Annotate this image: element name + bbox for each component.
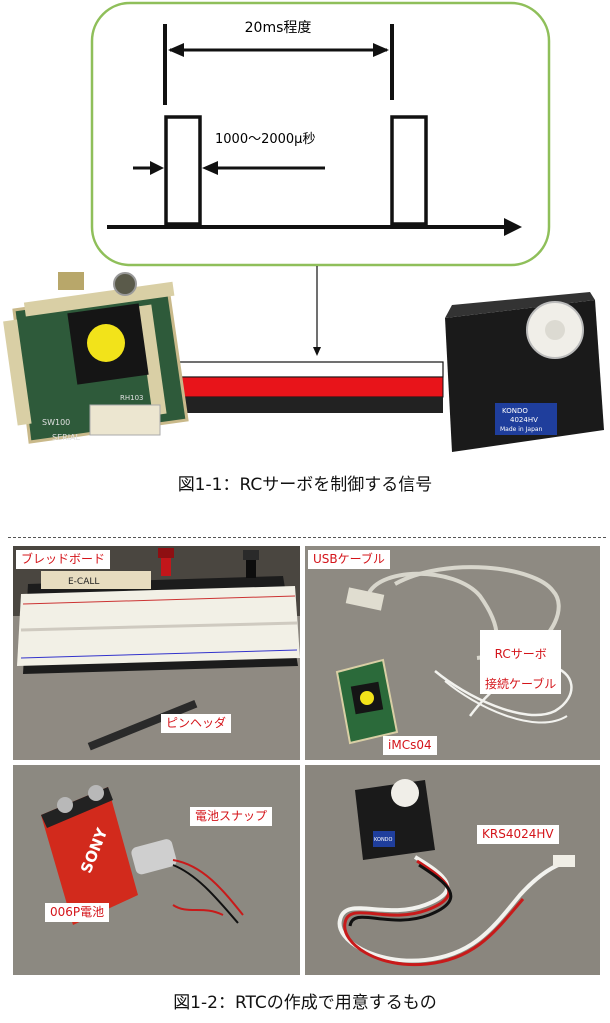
- pulse-2: [390, 115, 428, 226]
- photo-battery: SONY 電池スナップ 006P電池: [13, 765, 300, 975]
- photo-servo: KONDO KRS4024HV: [305, 765, 600, 975]
- label-battery-snap: 電池スナップ: [190, 807, 273, 826]
- controller-silk-chip: RH103: [120, 394, 144, 402]
- figure2-caption: 図1-2：RTCの作成で用意するもの: [173, 993, 437, 1013]
- timing-frame: [90, 1, 551, 267]
- servo-badge-model: 4024HV: [510, 416, 538, 424]
- servo-badge-brand: KONDO: [502, 407, 528, 415]
- time-axis-arrowhead: [504, 218, 522, 236]
- photo-cables: USBケーブル RCサーボ 接続ケーブル iMCs04: [305, 546, 600, 760]
- label-controller: iMCs04: [383, 736, 437, 755]
- pulse-width-arrowhead-right: [202, 161, 218, 175]
- label-usb-cable: USBケーブル: [308, 550, 390, 569]
- label-pin-header: ピンヘッダ: [161, 714, 232, 733]
- controller-board: RH103 SW100 SERIAL: [3, 272, 189, 444]
- wiring-illustration: RH103 SW100 SERIAL KONDO 4024HV Made in …: [3, 266, 604, 452]
- ground-wire: [175, 397, 443, 413]
- period-label: 20ms程度: [245, 20, 312, 36]
- servo-motor: KONDO 4024HV Made in Japan: [445, 292, 604, 452]
- label-servo-cable-line2: 接続ケーブル: [485, 677, 557, 691]
- label-breadboard: ブレッドボード: [16, 550, 111, 569]
- label-servo: KRS4024HV: [477, 825, 559, 844]
- pulse-width-arrowhead-left: [150, 161, 164, 175]
- pulse-1: [164, 115, 202, 226]
- period-arrowhead-right: [373, 43, 389, 57]
- signal-pointer-arrowhead: [313, 347, 321, 356]
- label-servo-cable-line1: RCサーボ: [494, 647, 547, 661]
- section-divider: [8, 537, 606, 538]
- servo-photo-badge: KONDO: [374, 837, 393, 843]
- photo-breadboard: E-CALL ブレッドボード ピンヘッダ: [13, 546, 300, 760]
- breadboard-brand: E-CALL: [68, 577, 99, 587]
- signal-wire: [174, 361, 444, 378]
- power-wire: [174, 376, 444, 398]
- controller-silk-line2: SERIAL: [52, 433, 81, 442]
- servo-badge-made: Made in Japan: [500, 426, 543, 433]
- timing-diagram: 20ms程度 1000～2000μ秒: [90, 1, 551, 267]
- label-battery: 006P電池: [45, 903, 110, 922]
- figure1-caption: 図1-1：RCサーボを制御する信号: [177, 475, 433, 495]
- period-arrowhead-left: [168, 43, 184, 57]
- label-servo-cable: RCサーボ 接続ケーブル: [480, 630, 562, 694]
- pulse-width-label: 1000～2000μ秒: [215, 132, 315, 147]
- controller-silk-line1: SW100: [42, 418, 70, 427]
